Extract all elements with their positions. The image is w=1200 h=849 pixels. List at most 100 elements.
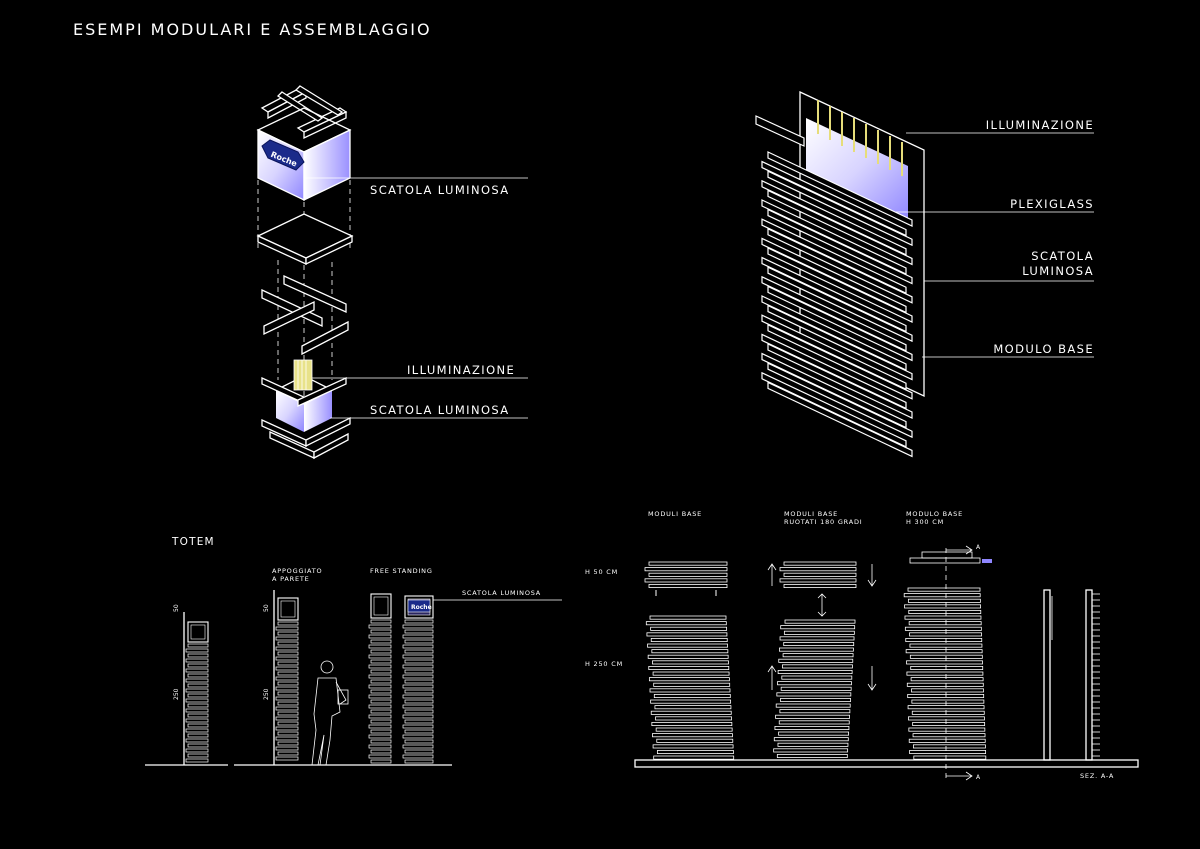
rotated-module-slat xyxy=(778,731,849,736)
rotated-module-slat xyxy=(777,670,853,675)
totem-slat xyxy=(187,743,209,748)
wall-slat xyxy=(761,179,907,256)
totem-slat xyxy=(368,654,392,659)
rotated-module-slat xyxy=(780,686,852,691)
label-totem-box: SCATOLA LUMINOSA xyxy=(462,589,541,597)
totem-slat xyxy=(370,659,392,664)
h300-module-slat xyxy=(907,598,981,603)
module-slat xyxy=(649,615,727,620)
totem-slat xyxy=(275,756,299,761)
h300-module-slat xyxy=(911,710,985,715)
label-light-box-1: SCATOLA xyxy=(1031,249,1094,263)
totem-slat xyxy=(275,676,299,681)
totem-slat xyxy=(404,649,434,654)
wall-module: ILLUMINAZIONE PLEXIGLASS SCATOLA LUMINOS… xyxy=(755,90,1094,458)
totem-slat xyxy=(368,664,392,669)
rotated-module-slat xyxy=(782,653,854,658)
totem-columns xyxy=(185,593,434,764)
caption-base-modules: MODULI BASE xyxy=(648,510,702,518)
module-slat xyxy=(650,699,732,704)
totem-slat xyxy=(402,674,434,679)
label-wall-lighting: ILLUMINAZIONE xyxy=(986,118,1094,132)
wall-lighting-fins xyxy=(817,100,903,176)
caption-rotated-1: MODULI BASE xyxy=(784,510,838,518)
totem-slat xyxy=(402,644,434,649)
module-slat xyxy=(649,688,731,693)
h300-module-slat xyxy=(909,643,983,648)
dim-main-1: 250 xyxy=(173,688,180,700)
totem-slat xyxy=(275,626,299,631)
module-slat xyxy=(655,727,733,732)
wall-slat xyxy=(767,151,913,227)
height-250: H 250 CM xyxy=(585,660,623,668)
totem-slat xyxy=(368,684,392,689)
wall-slat xyxy=(767,285,913,362)
totem-slat xyxy=(368,634,392,639)
totem-slat xyxy=(404,699,434,704)
module-slat xyxy=(652,733,733,738)
totem-slat xyxy=(275,716,299,721)
caption-rotated-2: RUOTATI 180 GRADI xyxy=(784,518,862,526)
totem-slat xyxy=(275,746,299,751)
module-slat xyxy=(651,649,729,654)
rotated-module-slat xyxy=(781,675,853,680)
h300-module-slat xyxy=(911,699,985,704)
module-slat xyxy=(648,572,728,577)
totem-slat xyxy=(370,739,392,744)
wall-slat xyxy=(761,237,907,314)
wall-top-rail xyxy=(755,115,805,147)
h300-module-slat xyxy=(912,722,986,727)
totem-slat xyxy=(402,694,434,699)
rotated-module-slat xyxy=(779,647,854,652)
h300-module-slat xyxy=(906,682,984,687)
totem-slat xyxy=(275,646,299,651)
totem-slat xyxy=(275,686,299,691)
totem-slat xyxy=(370,629,392,634)
totem-slat xyxy=(187,683,209,688)
totem-slat xyxy=(402,664,434,669)
h300-top-piece xyxy=(909,551,992,564)
h300-module-slat xyxy=(905,638,983,643)
totem-slat xyxy=(370,719,392,724)
h300-module-slat xyxy=(908,716,985,721)
rotated-module-slat xyxy=(773,748,849,753)
caption-wall-1: APPOGGIATO xyxy=(272,567,322,575)
totem-slat xyxy=(187,753,209,758)
module-slat xyxy=(644,567,728,572)
wall-slat xyxy=(761,256,907,333)
section-marker-bottom: A xyxy=(976,774,981,781)
totem-slat xyxy=(404,719,434,724)
dim-top-2: 50 xyxy=(263,604,270,612)
totem-slat xyxy=(370,679,392,684)
totem-slat xyxy=(277,701,299,706)
wall-slat xyxy=(767,266,913,343)
rotated-module-slat xyxy=(778,658,854,663)
totem-slat xyxy=(404,629,434,634)
label-plexiglass: PLEXIGLASS xyxy=(1010,197,1094,211)
wall-slat xyxy=(761,333,907,410)
module-slat xyxy=(645,621,727,626)
module-slat xyxy=(647,654,729,659)
totem-slat xyxy=(402,734,434,739)
totem-slat xyxy=(185,708,209,713)
totem-slat xyxy=(187,673,209,678)
totem-slat xyxy=(275,666,299,671)
module-slat xyxy=(656,750,734,755)
wall-slat xyxy=(767,189,913,266)
wall-slat xyxy=(761,199,907,275)
rotation-arrows xyxy=(767,563,877,691)
h300-module-slat xyxy=(906,671,984,676)
rotated-module-slat xyxy=(779,636,855,641)
rotated-module-slat xyxy=(776,692,852,697)
totem-slat xyxy=(277,621,299,626)
totem-slat xyxy=(277,711,299,716)
module-slat xyxy=(652,671,730,676)
totem-slat xyxy=(404,679,434,684)
dim-top-1: 50 xyxy=(173,604,180,612)
totem-slat xyxy=(370,669,392,674)
wall-slat xyxy=(761,160,907,237)
wall-slat xyxy=(761,371,907,448)
module-slat xyxy=(650,710,732,715)
module-slat xyxy=(652,660,729,665)
totem-slat xyxy=(185,658,209,663)
